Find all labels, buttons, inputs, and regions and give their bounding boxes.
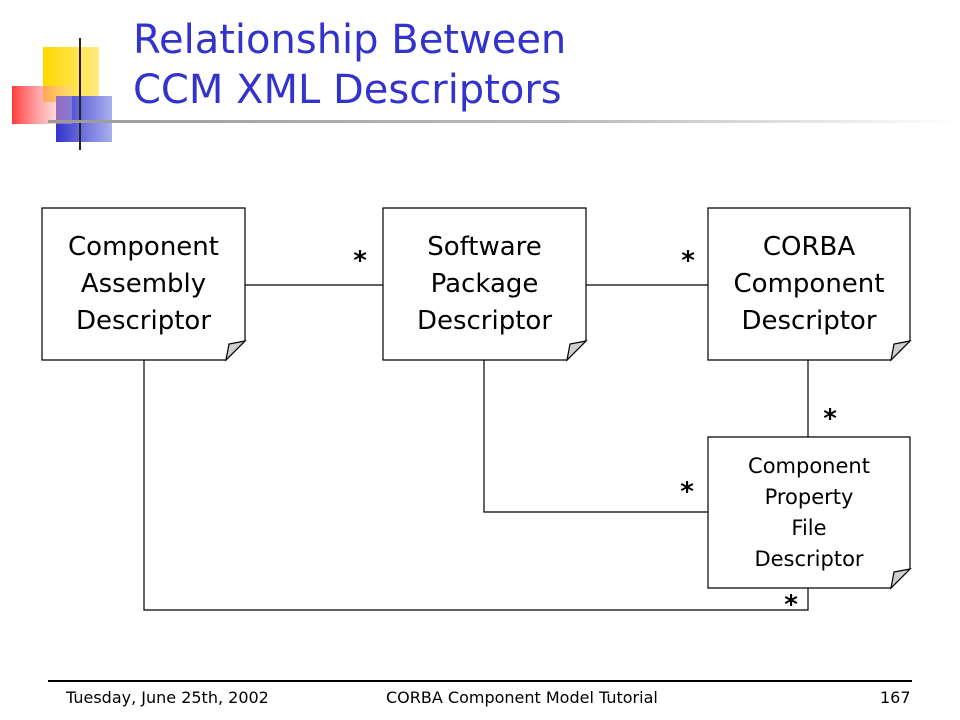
node-label-line: CORBA [762, 231, 856, 262]
node-label-line: Descriptor [741, 305, 877, 336]
node-shape-property [707, 436, 912, 590]
node-shape-corba [707, 207, 912, 362]
node-shapes [41, 207, 912, 590]
node-label-line: Descriptor [75, 305, 212, 336]
node-label-line: Descriptor [416, 305, 553, 336]
footer-page-number: 167 [880, 688, 911, 707]
node-component-assembly-descriptor: Component Assembly Descriptor [42, 208, 245, 360]
slide-title-line2: CCM XML Descriptors [133, 67, 562, 113]
logo-red-square [12, 86, 72, 124]
multiplicity-assembly-package: * [353, 246, 367, 276]
title-underline [48, 120, 960, 123]
connectors [143, 284, 809, 611]
multiplicity-corba-property: * [823, 404, 837, 434]
node-shape-package [382, 207, 588, 362]
slide-title-line1: Relationship Between [133, 17, 567, 63]
node-label-line: Package [430, 268, 539, 299]
edge-assembly-property [143, 360, 809, 611]
multiplicity-package-corba: * [681, 246, 695, 276]
node-shape-assembly [41, 207, 247, 362]
node-label-line: Assembly [80, 268, 207, 299]
node-label-line: Software [427, 231, 542, 262]
node-label-line: Descriptor [754, 546, 864, 571]
node-label-line: File [791, 515, 827, 540]
node-label-line: Component [748, 453, 870, 478]
node-component-property-file-descriptor: Component Property File Descriptor [708, 437, 910, 588]
multiplicity-package-property: * [680, 477, 694, 507]
multiplicity-assembly-property: * [784, 590, 798, 620]
node-corba-component-descriptor: CORBA Component Descriptor [708, 208, 910, 360]
node-label-line: Component [68, 231, 219, 262]
node-label-line: Component [733, 268, 885, 299]
node-software-package-descriptor: Software Package Descriptor [383, 208, 586, 360]
footer-title: CORBA Component Model Tutorial [386, 688, 658, 707]
node-label-line: Property [764, 484, 854, 509]
edge-package-property [483, 360, 708, 513]
footer-rule [48, 680, 912, 682]
footer-date: Tuesday, June 25th, 2002 [66, 688, 269, 707]
